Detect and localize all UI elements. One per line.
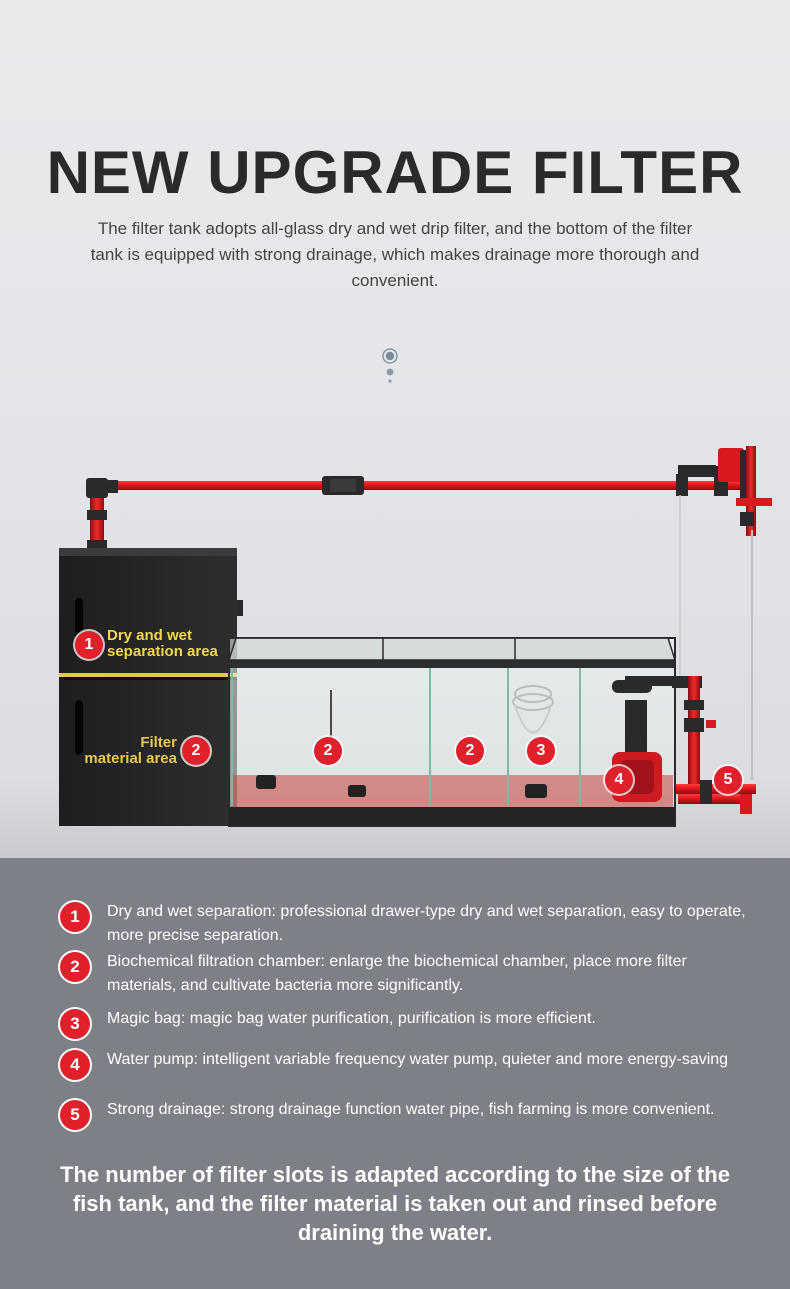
feature-item-1: 1 Dry and wet separation: professional d… xyxy=(60,900,747,948)
dry-wet-area-label-line2: separation area xyxy=(107,643,218,660)
feature-number-badge: 3 xyxy=(60,1009,90,1039)
filter-area-label-line1: Filter xyxy=(140,734,177,751)
feature-text: Dry and wet separation: professional dra… xyxy=(107,903,746,944)
diagram-badge-3: 3 xyxy=(527,737,555,765)
filter-tank-illustration xyxy=(59,446,772,827)
feature-item-3: 3 Magic bag: magic bag water purificatio… xyxy=(60,1007,747,1039)
feature-number-badge: 5 xyxy=(60,1100,90,1130)
diagram-badge-5: 5 xyxy=(714,766,742,794)
feature-text: Water pump: intelligent variable frequen… xyxy=(107,1051,729,1068)
page-subtitle: The filter tank adopts all-glass dry and… xyxy=(90,219,700,290)
diagram-badge-2: 2 xyxy=(314,737,342,765)
diagram-badge-2: 2 xyxy=(456,737,484,765)
dry-wet-area-label-line1: Dry and wet xyxy=(107,627,193,644)
feature-number-badge: 4 xyxy=(60,1050,90,1080)
diagram-badge-4: 4 xyxy=(605,766,633,794)
feature-number-badge: 1 xyxy=(60,902,90,932)
filter-area-label-line2: material area xyxy=(84,750,177,767)
feature-item-5: 5 Strong drainage: strong drainage funct… xyxy=(60,1098,747,1130)
page-title: NEW UPGRADE FILTER xyxy=(46,139,744,206)
feature-text: Magic bag: magic bag water purification,… xyxy=(107,1010,596,1027)
feature-text: Strong drainage: strong drainage functio… xyxy=(107,1101,715,1118)
dry-wet-area-label: Dry and wet separation area xyxy=(107,628,218,660)
filter-cabinet xyxy=(59,548,237,826)
features-panel xyxy=(0,858,790,1289)
diagram-badge-1: 1 xyxy=(75,631,103,659)
feature-text: Biochemical filtration chamber: enlarge … xyxy=(107,953,687,994)
footer-note: The number of filter slots is adapted ac… xyxy=(60,1162,730,1245)
feature-item-4: 4 Water pump: intelligent variable frequ… xyxy=(60,1048,747,1080)
feature-item-2: 2 Biochemical filtration chamber: enlarg… xyxy=(60,950,747,998)
feature-number-badge: 2 xyxy=(60,952,90,982)
diagram-badge-2: 2 xyxy=(182,737,210,765)
top-pipe xyxy=(100,481,740,490)
hero-section: NEW UPGRADE FILTER The filter tank adopt… xyxy=(0,0,790,858)
scroll-down-icon xyxy=(382,348,398,383)
filter-area-label: Filter material area xyxy=(74,735,177,767)
